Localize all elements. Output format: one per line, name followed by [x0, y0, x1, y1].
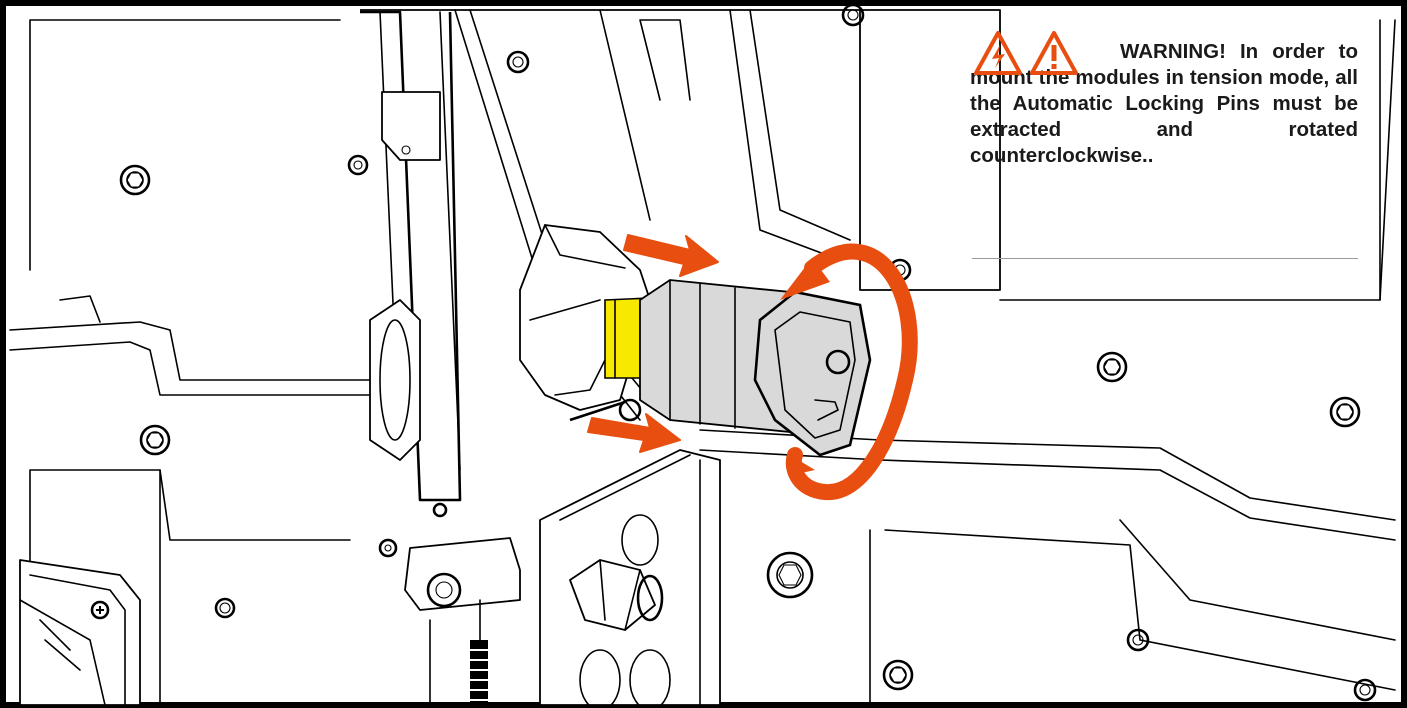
electric-hazard-icon [974, 31, 1022, 75]
warning-icons [974, 31, 1078, 75]
general-warning-icon [1030, 31, 1078, 75]
extract-arrow-top [623, 234, 719, 277]
warning-divider [972, 258, 1358, 259]
pin-shaft [569, 398, 642, 422]
pin-head [753, 290, 872, 457]
hex-nut [569, 559, 664, 631]
extract-arrow-bottom [587, 413, 681, 453]
warning-panel: WARNING! In order to mount the modules i… [970, 31, 1358, 169]
side-mount [369, 299, 421, 461]
motion-indicators [587, 234, 918, 501]
adjustment-ratchet [470, 640, 490, 705]
screws [119, 3, 1377, 702]
locking-pin-assembly [519, 224, 872, 457]
connector-socket [19, 559, 141, 706]
rotate-counterclockwise-arrow [780, 243, 918, 501]
lower-bracket [404, 449, 721, 708]
